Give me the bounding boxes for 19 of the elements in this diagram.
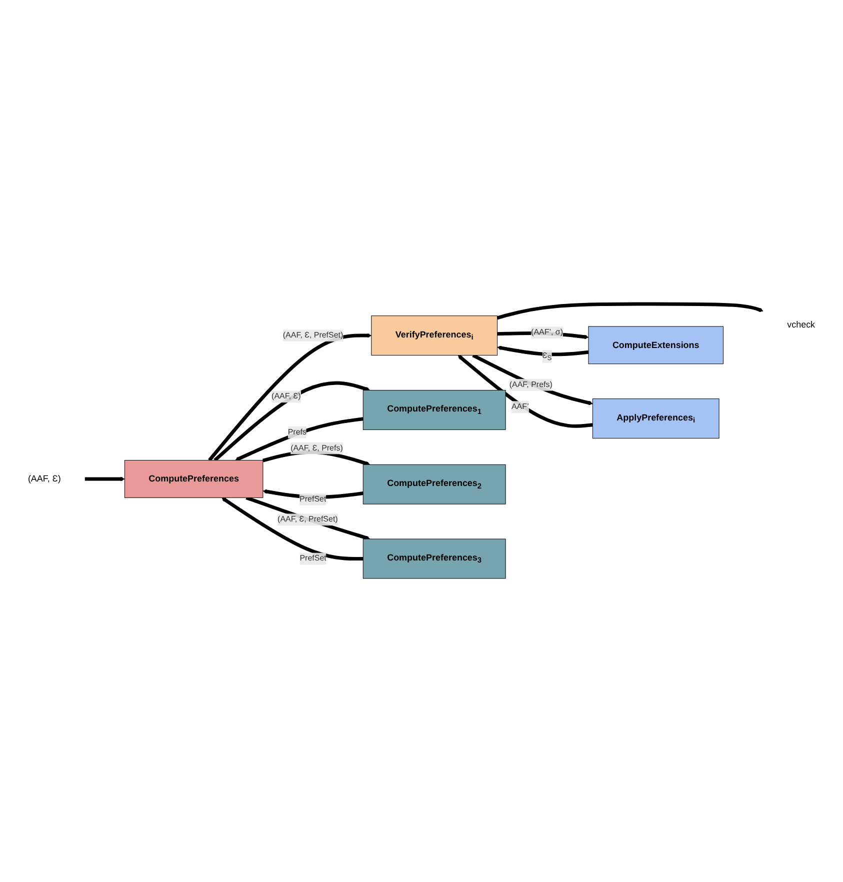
- node-box: ComputePreferences: [124, 460, 264, 498]
- node-box: ComputeExtensions: [588, 326, 724, 364]
- node-box: ApplyPreferences$_{i}$: [592, 398, 720, 438]
- arrow: [208, 333, 372, 462]
- node-box: VerifyPreferences$_{i}$: [371, 315, 498, 356]
- node-text: (AAF, Ɛ): [28, 473, 61, 484]
- arrow: [497, 346, 589, 356]
- arrow: [222, 497, 364, 560]
- node-box: ComputePreferences$_{3}$: [362, 538, 506, 578]
- arrow: [496, 302, 764, 320]
- arrow: [214, 381, 370, 462]
- arrow: [235, 416, 364, 461]
- node-text: vcheck: [787, 319, 816, 330]
- node-box: ComputePreferences$_{1}$: [362, 390, 506, 430]
- arrow: [458, 354, 593, 428]
- arrow: [472, 354, 593, 405]
- arrow: [84, 476, 125, 481]
- node-box: ComputePreferences$_{2}$: [362, 464, 506, 504]
- arrow: [246, 496, 370, 540]
